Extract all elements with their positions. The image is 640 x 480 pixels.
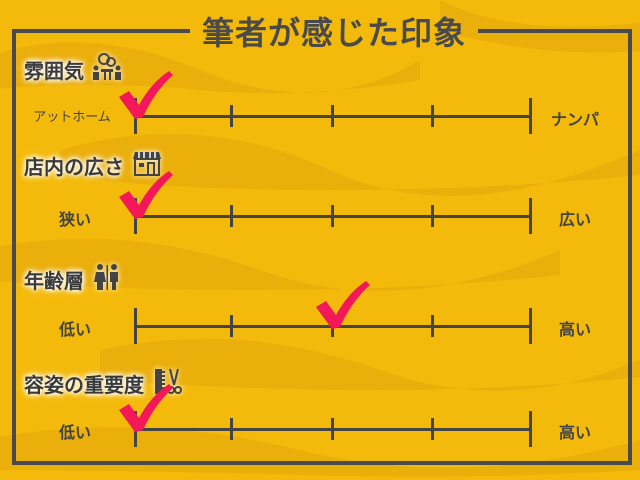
scale-left-label: アットホーム (33, 110, 111, 125)
scale-tick (431, 205, 434, 227)
heading-row-1: 店内の広さ (24, 148, 162, 183)
scale-right-label: 広い (558, 210, 591, 229)
check-mark-icon (119, 71, 173, 119)
rating-scale (119, 71, 532, 136)
check-mark-icon (316, 281, 370, 329)
scale-tick (230, 418, 233, 440)
scale-left-label: 低い (58, 320, 91, 339)
scale-tick (331, 205, 334, 227)
scale-tick (529, 198, 532, 234)
scale-tick (331, 418, 334, 440)
heading-row-2: 年齢層 (24, 262, 122, 297)
frame-border (12, 29, 632, 465)
scale-tick (431, 315, 434, 337)
scale-right-label: 高い (558, 320, 591, 339)
scale-left-label: 低い (58, 423, 91, 442)
scale-tick (431, 105, 434, 127)
scale-right-label: 高い (558, 423, 591, 442)
scale-tick (529, 98, 532, 134)
scale-tick (134, 308, 137, 344)
scale-tick (230, 315, 233, 337)
storefront-icon (132, 148, 162, 183)
scale-tick (230, 205, 233, 227)
heading-label: 年齢層 (24, 269, 84, 293)
frame-top-left (12, 29, 190, 33)
page-title: 筆者が感じた印象 (201, 14, 466, 52)
scale-tick (529, 411, 532, 447)
meeting-people-icon (92, 52, 122, 87)
heading-label: 雰囲気 (24, 59, 84, 83)
rating-scale (119, 384, 532, 449)
scale-right-label: ナンパ (550, 110, 599, 129)
scale-tick (230, 105, 233, 127)
heading-row-3: 容姿の重要度 (24, 366, 182, 401)
scale-tick (331, 105, 334, 127)
rating-scale (134, 281, 532, 346)
restroom-people-icon (92, 262, 122, 297)
rating-scale (119, 171, 532, 236)
heading-label: 容姿の重要度 (24, 373, 144, 397)
heading-label: 店内の広さ (24, 155, 124, 179)
check-mark-icon (119, 384, 173, 432)
heading-row-0: 雰囲気 (24, 52, 122, 87)
check-mark-icon (119, 171, 173, 219)
scale-tick (431, 418, 434, 440)
frame-top-right (478, 29, 628, 33)
scale-left-label: 狭い (58, 210, 91, 229)
scale-tick (529, 308, 532, 344)
